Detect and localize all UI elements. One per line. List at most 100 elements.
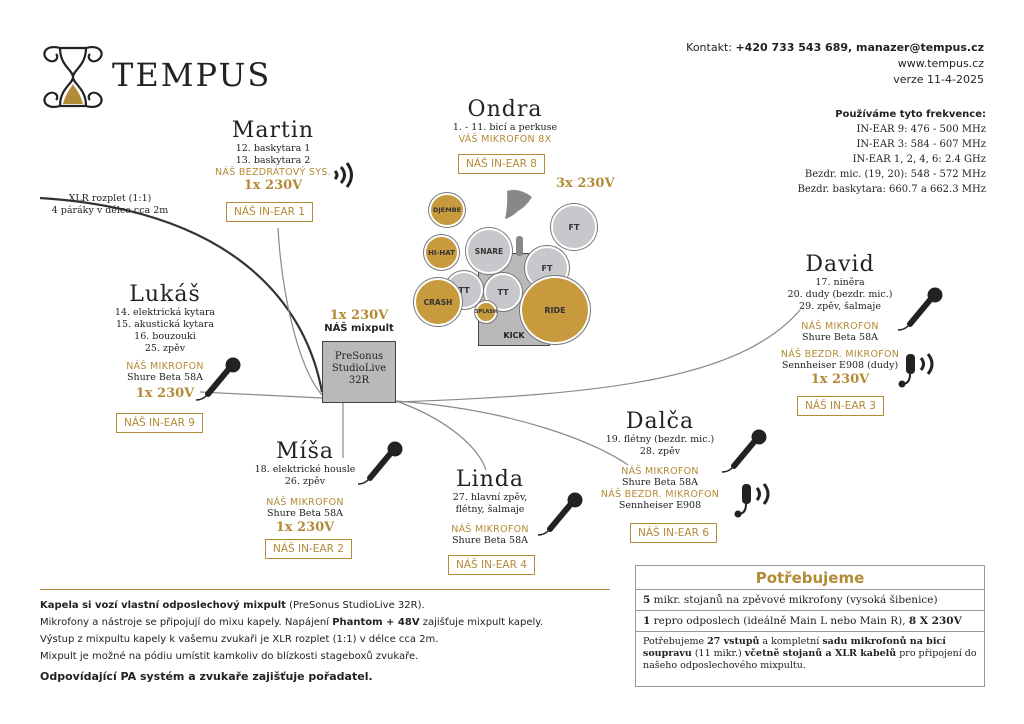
drum-crash: CRASH — [414, 278, 462, 326]
needs-title: Potřebujeme — [636, 566, 984, 590]
cable-lukas — [199, 391, 323, 399]
channel: 19. flétny (bezdr. mic.) — [605, 434, 715, 445]
xlr-line2: 4 páráky v délce cca 2m — [51, 205, 169, 216]
needs-row-2: 1 repro odposlech (ideálně Main L nebo M… — [636, 611, 984, 632]
inear-lukas: NÁŠ IN-EAR 9 — [116, 413, 203, 433]
performer-name: Linda — [455, 467, 524, 492]
channel: 12. baskytara 1 — [235, 143, 311, 154]
wireless-clip-mic-icon — [898, 353, 934, 388]
performer-name: David — [805, 252, 875, 277]
wireless-mic-label: NÁŠ BEZDR. MIKROFON — [780, 349, 900, 360]
frequency-item: Bezdr. mic. (19, 20): 548 - 572 MHz — [804, 169, 986, 180]
performer-david: David 17. niněra 20. dudy (bezdr. mic.) … — [770, 252, 910, 387]
mixer-line1: PreSonus — [334, 351, 384, 362]
frequencies-title: Používáme tyto frekvence: — [835, 109, 986, 120]
inear-dalca: NÁŠ IN-EAR 6 — [630, 523, 717, 543]
power-label: 1x 230V — [135, 386, 195, 401]
channel: 28. zpěv — [639, 446, 681, 457]
inear-ondra: NÁŠ IN-EAR 8 — [458, 154, 545, 174]
footer-text: Mikrofony a nástroje se připojují do mix… — [40, 617, 333, 628]
performer-name: Martin — [231, 118, 315, 143]
contact-web[interactable]: www.tempus.cz — [897, 57, 984, 70]
drum-splash: SPLASH — [475, 301, 497, 323]
microphone-icon — [196, 357, 241, 401]
performer-misa: Míša 18. elektrické housle 26. zpěv NÁŠ … — [235, 439, 375, 535]
mic-model: Shure Beta 58A — [127, 372, 203, 383]
performer-martin: Martin 12. baskytara 1 13. baskytara 2 N… — [198, 118, 348, 193]
channel: 17. niněra — [815, 277, 865, 288]
mic-model: Shure Beta 58A — [802, 332, 878, 343]
performer-dalca: Dalča 19. flétny (bezdr. mic.) 28. zpěv … — [590, 409, 730, 512]
footer-line-2: Mikrofony a nástroje se připojují do mix… — [40, 617, 543, 628]
contact-block: Kontakt: +420 733 543 689, manazer@tempu… — [686, 40, 984, 88]
wireless-clip-mic-icon — [734, 483, 770, 518]
power-label: 1x 230V — [810, 372, 870, 387]
needs-bold: 5 — [643, 594, 651, 606]
mixer-line2: StudioLive — [331, 363, 387, 374]
channel: 25. zpěv — [144, 343, 186, 354]
footer-divider — [40, 589, 610, 590]
footer-text: (PreSonus StudioLive 32R). — [285, 600, 425, 611]
mixer-header: 1x 230V NÁŠ mixpult — [318, 308, 400, 334]
channel: 14. elektrická kytara — [114, 307, 216, 318]
contact-phone-email[interactable]: +420 733 543 689, manazer@tempus.cz — [735, 41, 984, 54]
xlr-line1: XLR rozplet (1:1) — [68, 193, 152, 204]
frequency-item: IN-EAR 9: 476 - 500 MHz — [856, 124, 986, 135]
needs-bold: 8 X 230V — [908, 615, 962, 627]
inear-linda: NÁŠ IN-EAR 4 — [448, 555, 535, 575]
drum-throne-icon — [505, 189, 532, 219]
cable-david — [395, 309, 801, 403]
frequency-item: IN-EAR 3: 584 - 607 MHz — [856, 139, 986, 150]
footer-text: zajišťuje mixpult kapely. — [419, 617, 543, 628]
needs-bold: 27 vstupů — [707, 636, 760, 647]
inear-misa: NÁŠ IN-EAR 2 — [265, 539, 352, 559]
hourglass-logo-icon — [43, 46, 103, 108]
performer-name: Lukáš — [129, 282, 201, 307]
microphone-icon — [722, 429, 767, 473]
footer-line-5: Odpovídající PA systém a zvukaře zajišťu… — [40, 670, 373, 683]
channel: 18. elektrické housle — [254, 464, 356, 475]
needs-bold: 1 — [643, 615, 651, 627]
mic-label: NÁŠ MIKROFON — [126, 361, 204, 372]
wireless-mic-label: NÁŠ BEZDR. MIKROFON — [600, 489, 720, 500]
cable-martin — [277, 227, 323, 396]
mic-label: NÁŠ MIKROFON — [621, 466, 699, 477]
drum-pedal-icon — [516, 236, 523, 256]
channel: 13. baskytara 2 — [235, 155, 311, 166]
drum-snare: SNARE — [466, 228, 512, 274]
drum-ft1: FT — [551, 204, 597, 250]
needs-text: pro připojení do našeho odposlechového m… — [643, 648, 977, 671]
drum-ride: RIDE — [520, 276, 590, 344]
power-label: 3x 230V — [556, 176, 615, 191]
frequency-item: Bezdr. baskytara: 660.7 a 662.3 MHz — [797, 184, 986, 195]
microphone-icon — [898, 287, 943, 331]
microphone-icon — [538, 492, 583, 536]
mic-label: NÁŠ MIKROFON — [266, 497, 344, 508]
needs-row-3: Potřebujeme 27 vstupů a kompletní sadu m… — [636, 632, 984, 676]
needs-bold: včetně stojanů a XLR kabelů — [744, 648, 897, 659]
needs-row-1: 5 mikr. stojanů na zpěvové mikrofony (vy… — [636, 590, 984, 611]
performer-name: Ondra — [467, 97, 543, 122]
footer-bold: Phantom + 48V — [332, 617, 420, 628]
xlr-label: XLR rozplet (1:1) 4 páráky v délce cca 2… — [40, 193, 180, 217]
mic-model: Shure Beta 58A — [622, 477, 698, 488]
wireless-mic-model: Sennheiser E908 (dudy) — [781, 360, 899, 371]
channel: 16. bouzouki — [134, 331, 196, 342]
wireless-signal-icon — [333, 162, 353, 188]
needs-bold: sadu mikrofonů na bicí soupravu — [643, 636, 946, 659]
footer-line-3: Výstup z mixpultu kapely k vašemu zvukař… — [40, 634, 439, 645]
channel: 20. dudy (bezdr. mic.) — [787, 289, 893, 300]
microphone-icon — [358, 441, 403, 485]
mixer-power: 1x 230V — [329, 308, 389, 323]
frequency-item: IN-EAR 1, 2, 4, 6: 2.4 GHz — [852, 154, 986, 165]
mixer-box: PreSonus StudioLive 32R — [322, 341, 396, 403]
channel: 27. hlavní zpěv, — [452, 492, 528, 503]
power-label: 1x 230V — [243, 178, 303, 193]
channel: 1. - 11. bicí a perkuse — [452, 122, 558, 133]
power-label: 1x 230V — [275, 520, 335, 535]
drum-label: KICK — [503, 331, 525, 340]
footer-bold: Kapela si vozí vlastní odposlechový mixp… — [40, 600, 286, 611]
needs-text: Potřebujeme — [643, 636, 708, 647]
channel: 15. akustická kytara — [116, 319, 214, 330]
